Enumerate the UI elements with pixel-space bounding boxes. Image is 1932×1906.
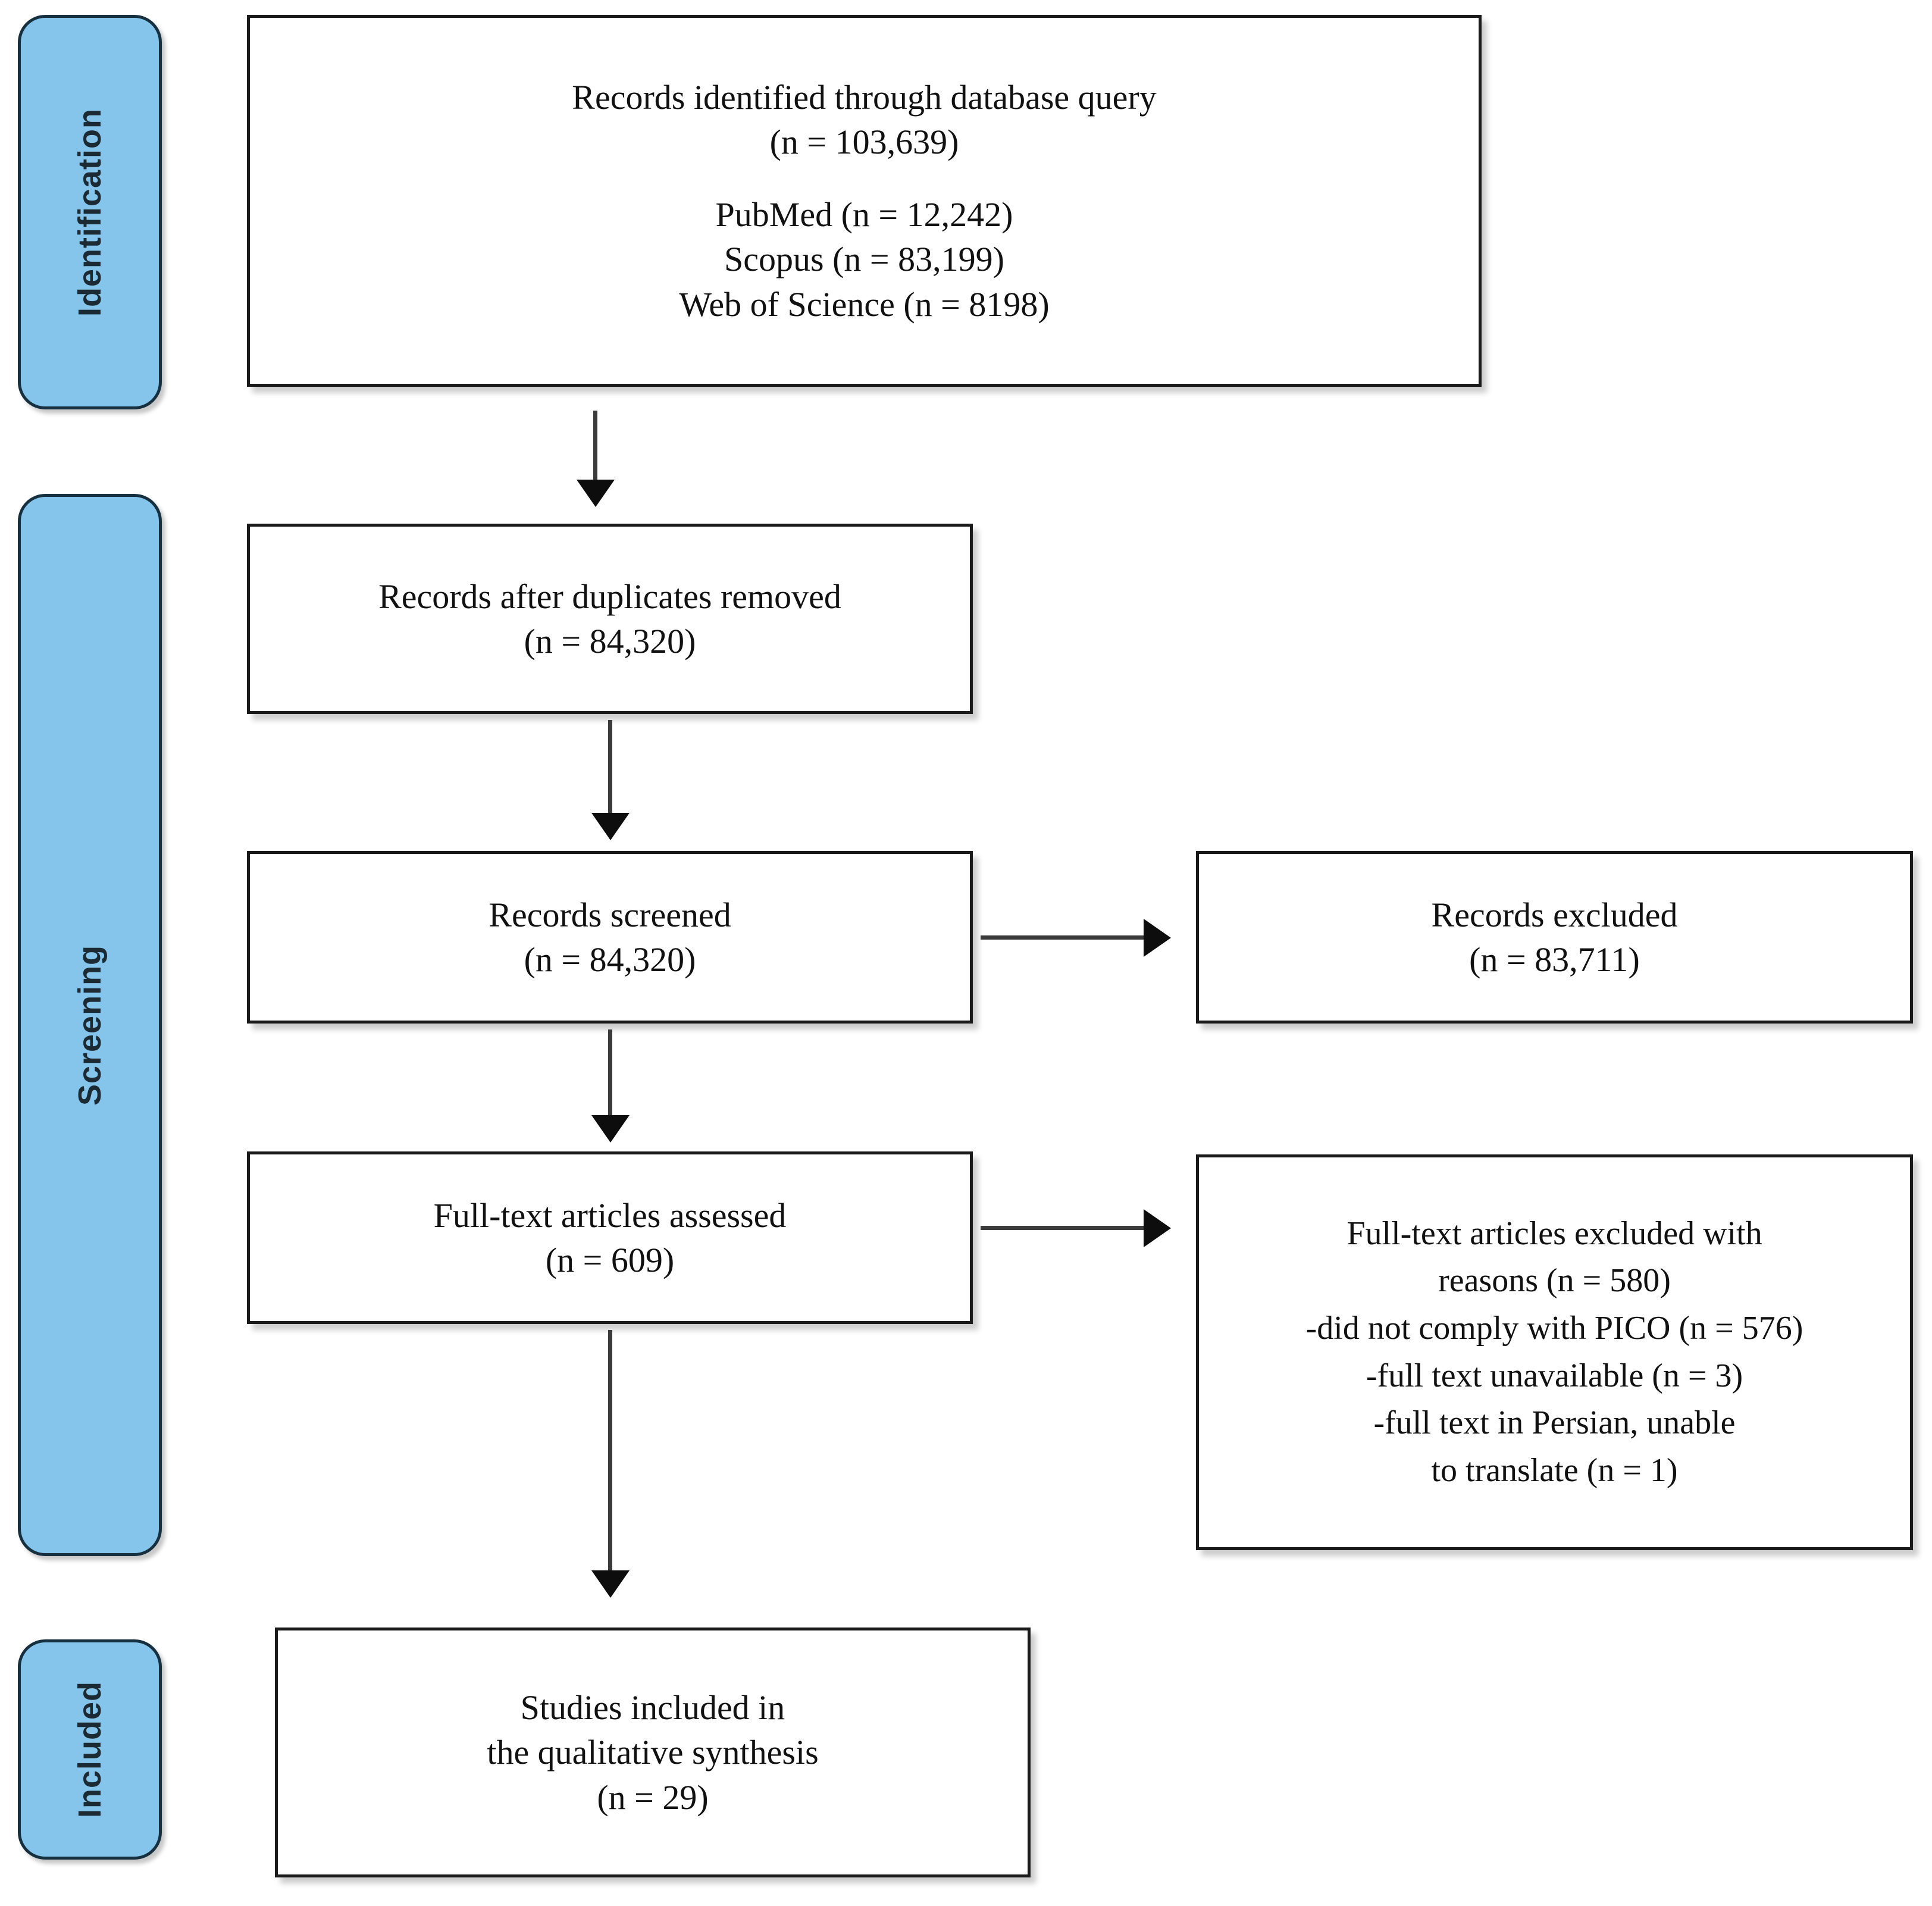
arrowhead-down-4 — [591, 1570, 630, 1598]
studies-included-line-3: (n = 29) — [597, 1777, 709, 1817]
records-screened-line-1: Records screened — [489, 895, 731, 934]
stage-tab-screening: Screening — [18, 494, 162, 1556]
studies-included-line-2: the qualitative synthesis — [487, 1733, 819, 1772]
fulltext-assessed-line-2: (n = 609) — [545, 1241, 675, 1279]
box-records-after-duplicates: Records after duplicates removed (n = 84… — [247, 524, 973, 714]
box-fulltext-excluded-with-reasons: Full-text articles excluded with reasons… — [1196, 1154, 1913, 1550]
connector-fulltext-to-excluded — [981, 1226, 1153, 1230]
fulltext-excluded-heading-1: Full-text articles excluded with — [1347, 1215, 1762, 1252]
arrowhead-down-1 — [577, 480, 615, 507]
source-scopus: Scopus (n = 83,199) — [724, 240, 1004, 279]
box-fulltext-assessed: Full-text articles assessed (n = 609) — [247, 1151, 973, 1324]
duplicates-removed-line-2: (n = 84,320) — [524, 622, 696, 661]
fulltext-excluded-heading-2: reasons (n = 580) — [1438, 1262, 1671, 1300]
box-studies-included: Studies included in the qualitative synt… — [275, 1628, 1031, 1877]
connector-fulltext-to-included — [608, 1330, 612, 1580]
exclusion-reason-pico: -did not comply with PICO (n = 576) — [1305, 1309, 1803, 1347]
arrowhead-right-2 — [1144, 1209, 1171, 1247]
studies-included-line-1: Studies included in — [520, 1688, 785, 1727]
records-identified-line-1: Records identified through database quer… — [572, 78, 1157, 117]
stage-tab-identification: Identification — [18, 15, 162, 409]
connector-duplicates-to-screened — [608, 720, 612, 822]
stage-label-screening: Screening — [72, 944, 108, 1106]
source-web-of-science: Web of Science (n = 8198) — [679, 284, 1050, 324]
arrowhead-right-1 — [1144, 919, 1171, 957]
exclusion-reason-persian-line-2: to translate (n = 1) — [1431, 1451, 1678, 1489]
records-excluded-line-1: Records excluded — [1431, 895, 1678, 934]
arrowhead-down-3 — [591, 1115, 630, 1143]
stage-label-included: Included — [71, 1680, 108, 1819]
exclusion-reason-persian-line-1: -full text in Persian, unable — [1373, 1404, 1736, 1442]
duplicates-removed-line-1: Records after duplicates removed — [378, 577, 841, 616]
stage-tab-included: Included — [18, 1639, 162, 1860]
records-screened-line-2: (n = 84,320) — [524, 940, 696, 979]
box-records-screened: Records screened (n = 84,320) — [247, 851, 973, 1024]
fulltext-assessed-line-1: Full-text articles assessed — [433, 1195, 787, 1235]
records-excluded-line-2: (n = 83,711) — [1469, 940, 1640, 979]
connector-identified-to-duplicates — [593, 411, 597, 489]
records-identified-line-2: (n = 103,639) — [769, 123, 959, 162]
box-records-excluded: Records excluded (n = 83,711) — [1196, 851, 1913, 1024]
source-pubmed: PubMed (n = 12,242) — [715, 195, 1013, 234]
exclusion-reason-unavailable: -full text unavailable (n = 3) — [1366, 1357, 1743, 1394]
box-records-identified: Records identified through database quer… — [247, 15, 1482, 387]
stage-label-identification: Identification — [72, 108, 108, 317]
arrowhead-down-2 — [591, 813, 630, 840]
connector-screened-to-excluded — [981, 935, 1153, 940]
connector-screened-to-fulltext — [608, 1029, 612, 1125]
